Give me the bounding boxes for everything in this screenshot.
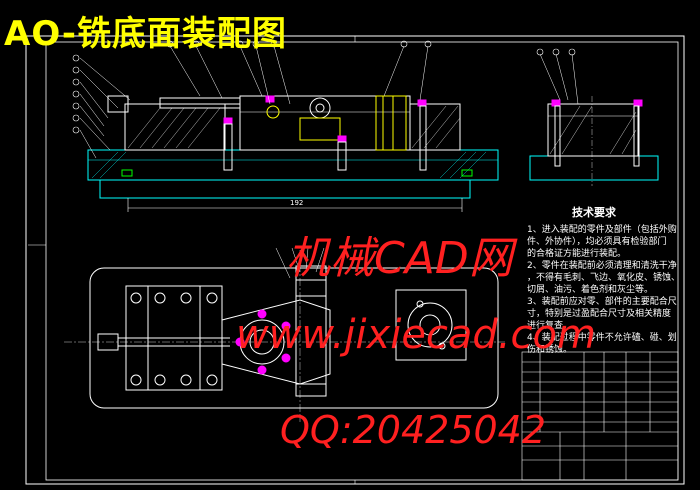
- tech-req-line: 2、零件在装配前必须清理和清洗干净: [527, 261, 677, 271]
- front-view: [79, 45, 499, 212]
- tech-req-line: 1、进入装配的零件及部件（包括外购: [527, 225, 677, 235]
- tech-req-line: 进行复查。: [527, 321, 573, 331]
- tech-req-line: 4、装配过程中零件不允许磕、碰、划: [527, 333, 677, 343]
- inner-frame: [45, 41, 679, 481]
- title-block: [521, 351, 679, 481]
- top-view: [64, 247, 505, 422]
- drawing-title: AO-铣底面装配图: [4, 14, 287, 54]
- tech-req-line: 伤和锈蚀。: [527, 345, 573, 355]
- dimension-label: 192: [290, 199, 304, 207]
- tech-req-line: ，不得有毛刺、飞边、氧化皮、锈蚀、: [527, 273, 681, 283]
- tech-req-line: 3、装配前应对零、部件的主要配合尺: [527, 297, 677, 307]
- tech-req-line: 件、外协件），均必须具有检验部门: [527, 237, 667, 247]
- part-balloons: [72, 40, 576, 134]
- side-view: [529, 53, 659, 186]
- watermark-url: www.jixiecad.com: [236, 312, 596, 358]
- tech-req-heading: 技术要求: [572, 206, 616, 219]
- watermark-site-name: 机械CAD网: [286, 233, 513, 284]
- tech-req-line: 寸，特别是过盈配合尺寸及相关精度: [527, 309, 672, 319]
- tech-req-line: 的合格证方能进行装配。: [527, 249, 627, 259]
- tech-req-line: 切屑、油污、着色剂和灰尘等。: [527, 285, 654, 295]
- watermark-qq: QQ:20425042: [280, 408, 547, 452]
